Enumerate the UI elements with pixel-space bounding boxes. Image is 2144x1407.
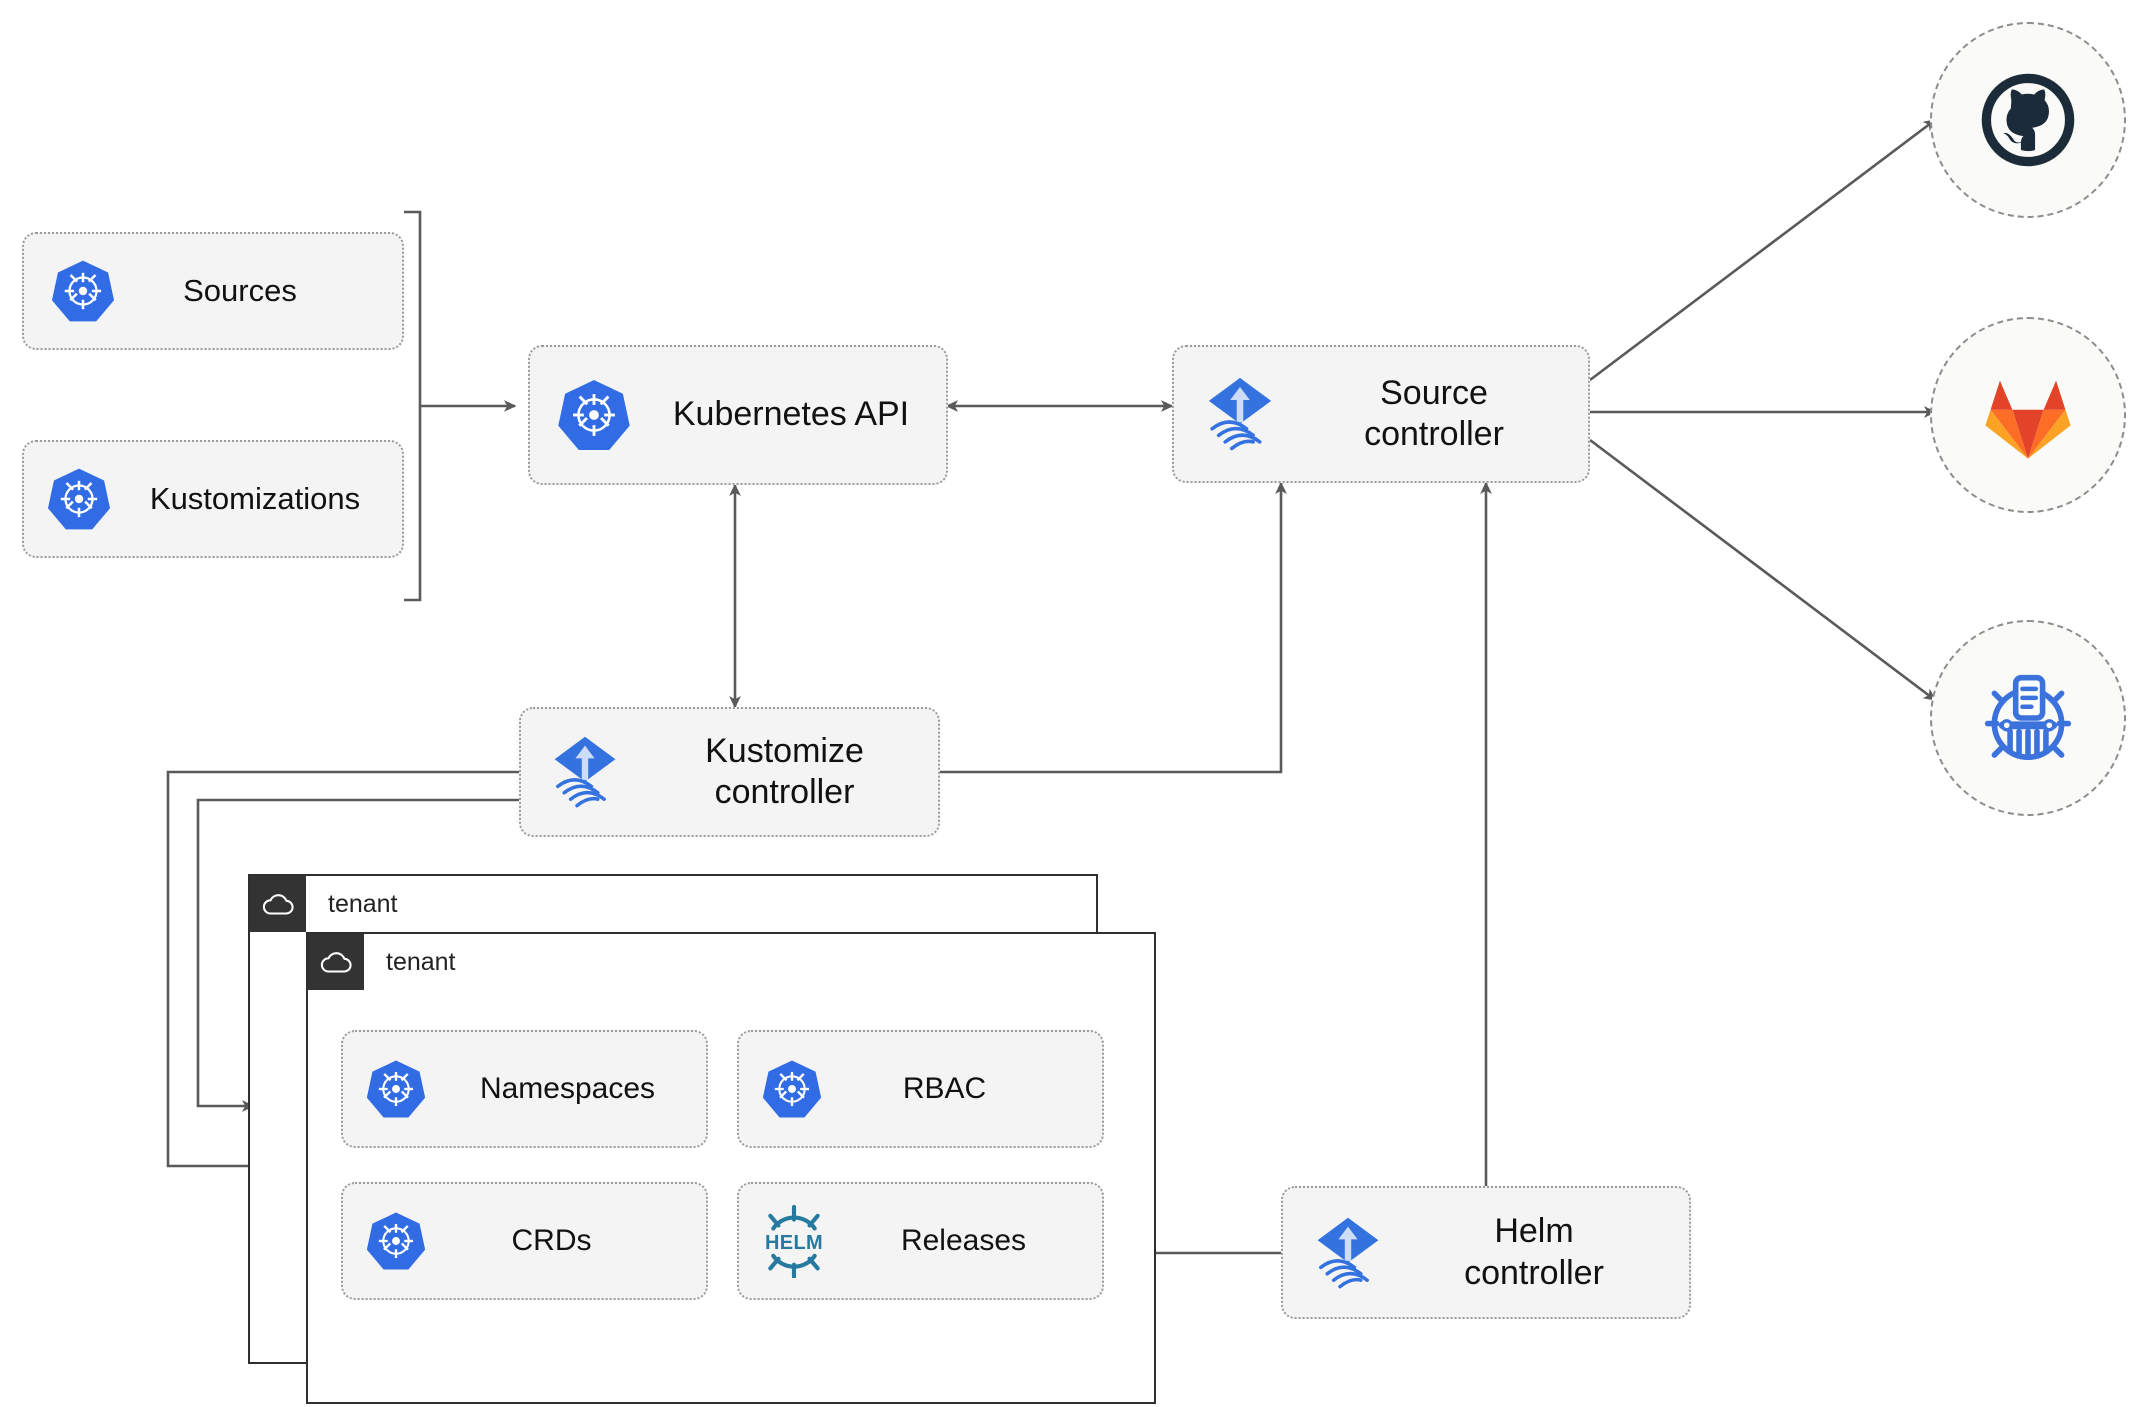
source-controller-node[interactable]: Source controller	[1172, 345, 1590, 483]
tenant-resource-label-releases: Releases	[900, 1223, 1027, 1257]
svg-text:HELM: HELM	[765, 1232, 823, 1254]
provider-github[interactable]	[1930, 22, 2126, 218]
kustomize-controller-label: Kustomize controller	[705, 731, 864, 811]
kubernetes-icon	[739, 1058, 845, 1120]
helm-controller-node[interactable]: Helm controller	[1281, 1186, 1691, 1319]
tenant-resource-crds[interactable]: CRDs	[341, 1182, 708, 1300]
provider-oci-registry[interactable]	[1930, 620, 2126, 816]
kubernetes-api-node[interactable]: Kubernetes API	[528, 345, 948, 485]
tenant-resource-label-rbac: RBAC	[902, 1071, 987, 1105]
wire-source-to-oci	[1589, 438, 1937, 702]
tenant-resource-rbac[interactable]: RBAC	[737, 1030, 1104, 1148]
resource-label-sources: Sources	[183, 273, 297, 309]
wire-resources-bracket	[404, 210, 422, 602]
kubernetes-api-label: Kubernetes API	[672, 395, 910, 434]
flux-icon	[1283, 1213, 1413, 1293]
gitlab-icon	[1985, 380, 2071, 459]
resource-label-kustomizations: Kustomizations	[149, 481, 361, 517]
tenant-header-1: tenant	[250, 876, 398, 932]
kubernetes-icon	[530, 377, 658, 453]
oci-registry-icon	[1984, 674, 2072, 760]
tenant-label-1: tenant	[328, 889, 398, 918]
source-controller-label: Source controller	[1364, 373, 1504, 453]
flux-icon	[1174, 373, 1306, 455]
kubernetes-icon	[343, 1210, 449, 1272]
tenant-resource-releases[interactable]: HELM Releases	[737, 1182, 1104, 1300]
kubernetes-icon	[24, 258, 142, 324]
tenant-resource-label-namespaces: Namespaces	[479, 1071, 656, 1105]
cloud-icon	[250, 876, 306, 932]
tenant-label-2: tenant	[386, 947, 456, 976]
tenant-box-2[interactable]: tenant	[306, 932, 1156, 1404]
resource-node-kustomizations[interactable]: Kustomizations	[22, 440, 404, 558]
kubernetes-icon	[343, 1058, 449, 1120]
flux-icon	[521, 732, 649, 812]
tenant-resource-label-crds: CRDs	[511, 1223, 592, 1257]
helm-icon: HELM	[739, 1204, 849, 1278]
provider-gitlab[interactable]	[1930, 317, 2126, 513]
cloud-icon	[308, 934, 364, 990]
resource-node-sources[interactable]: Sources	[22, 232, 404, 350]
helm-controller-label: Helm controller	[1464, 1212, 1604, 1292]
github-icon	[1981, 73, 2075, 167]
wire-kustomize-to-source	[940, 481, 1287, 774]
tenant-resource-namespaces[interactable]: Namespaces	[341, 1030, 708, 1148]
kubernetes-icon	[24, 466, 134, 532]
tenant-header-2: tenant	[308, 934, 456, 990]
wire-source-to-github	[1589, 118, 1937, 382]
kustomize-controller-node[interactable]: Kustomize controller	[519, 707, 940, 837]
